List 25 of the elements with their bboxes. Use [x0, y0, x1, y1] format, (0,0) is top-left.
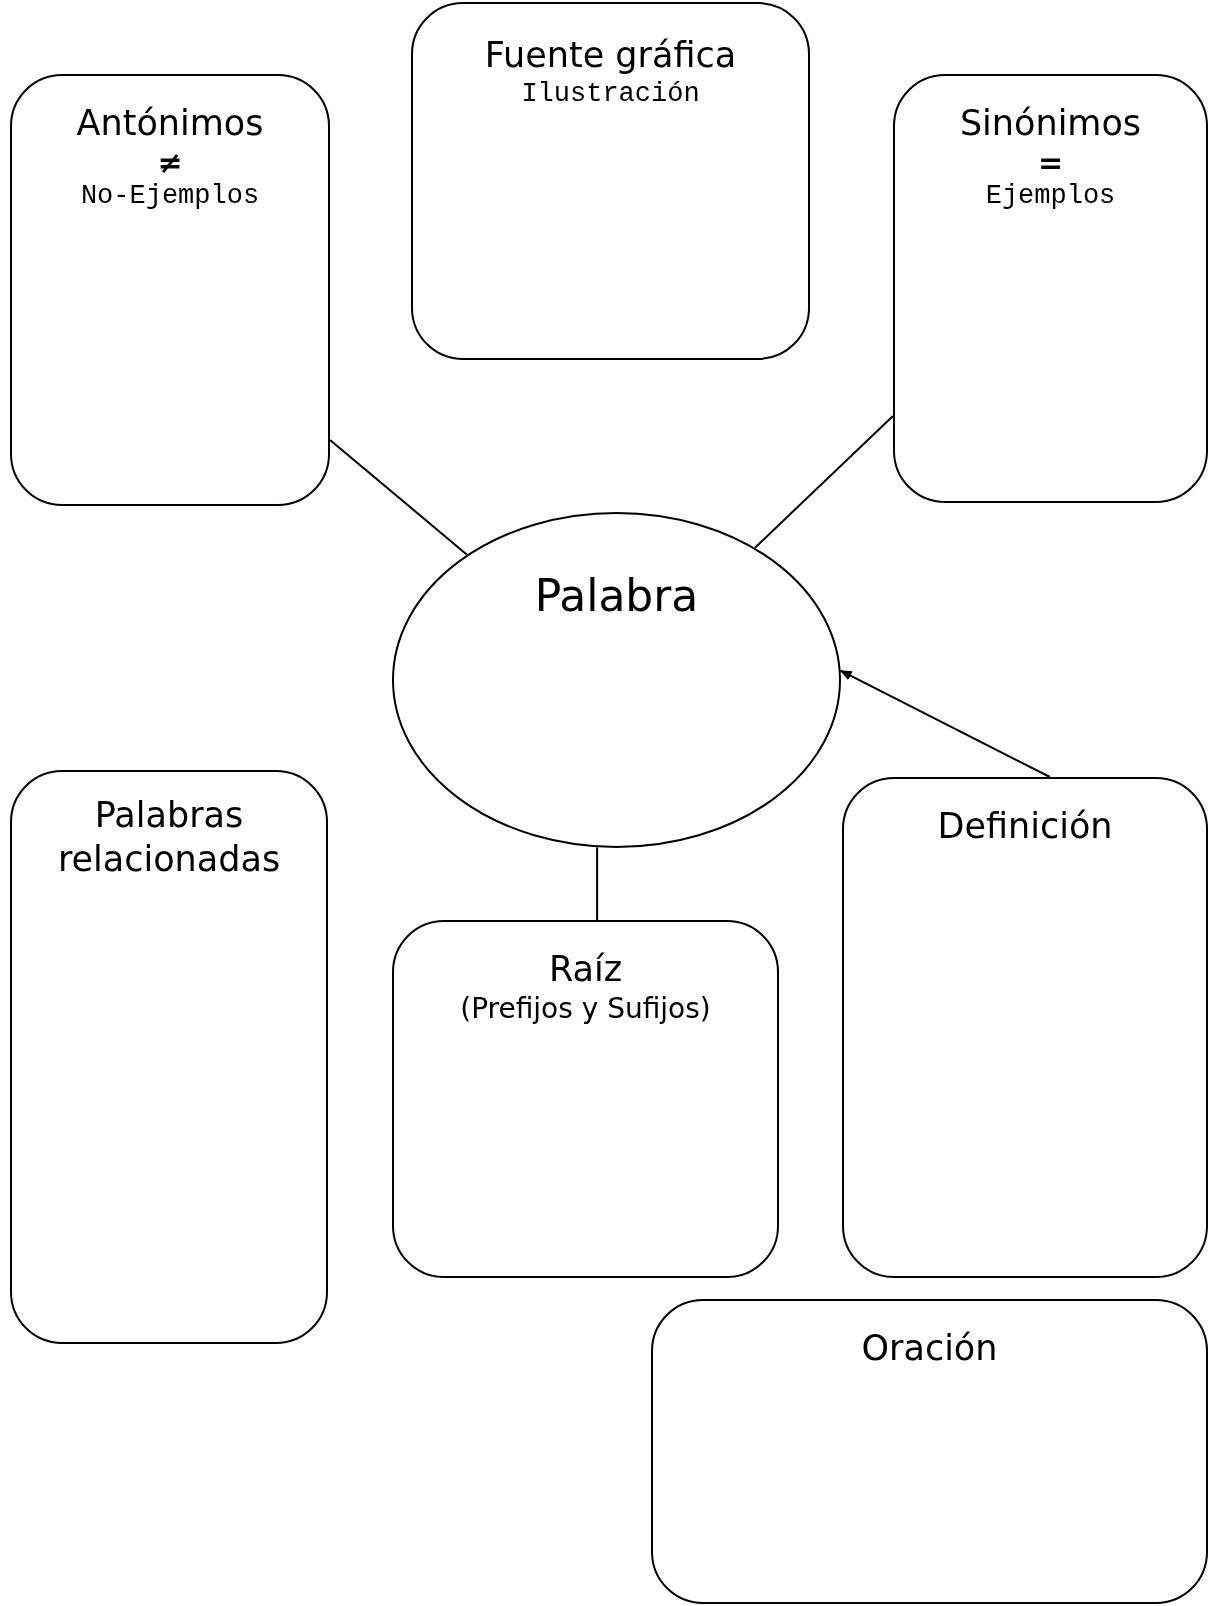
- connector-line: [753, 414, 894, 549]
- box-heading: Palabras relacionadas: [56, 794, 282, 881]
- center-word: Palabra: [534, 569, 699, 623]
- box-subheading: No-Ejemplos: [80, 180, 260, 213]
- rounded-box: [651, 1299, 1208, 1604]
- box-subheading: (Prefijos y Sufijos): [460, 991, 711, 1026]
- rounded-box: [842, 777, 1208, 1278]
- box-heading: Raíz: [548, 948, 623, 991]
- not-equal-sign: ≠: [157, 145, 183, 181]
- box-subheading: Ejemplos: [985, 180, 1116, 213]
- box-heading: Antónimos: [76, 102, 264, 145]
- box-heading: Fuente gráfica: [484, 34, 737, 77]
- rounded-box: [392, 920, 779, 1278]
- arrow: [839, 669, 1051, 778]
- rounded-box: [893, 74, 1208, 503]
- equal-sign: =: [1037, 145, 1064, 181]
- box-heading: Oración: [861, 1327, 998, 1370]
- connector-line: [596, 846, 599, 921]
- box-heading: Sinónimos: [959, 102, 1142, 145]
- rounded-box: [411, 2, 810, 360]
- box-heading: Definición: [937, 805, 1113, 848]
- connector-line: [329, 438, 468, 556]
- rounded-box: [10, 74, 330, 506]
- rounded-box: [10, 770, 328, 1344]
- box-subheading: Ilustración: [521, 77, 700, 111]
